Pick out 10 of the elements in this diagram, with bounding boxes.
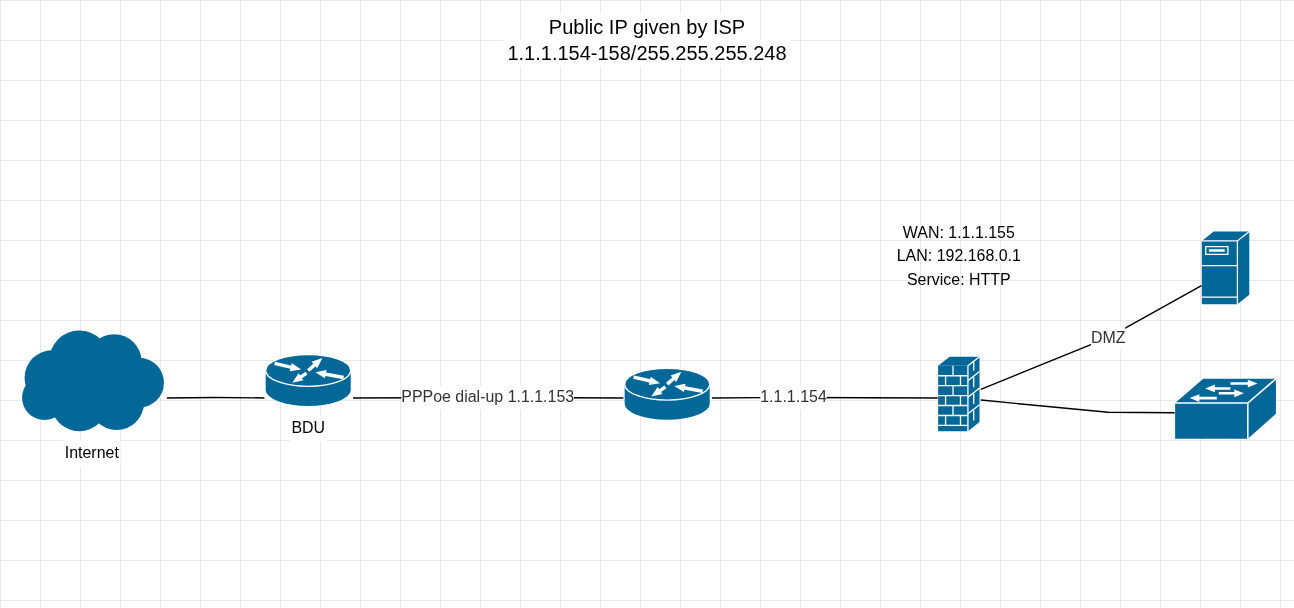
edge-label: DMZ bbox=[1090, 328, 1126, 347]
note-text: 1.1.1.154-158/255.255.255.248 bbox=[503, 40, 791, 66]
connector bbox=[166, 397, 266, 400]
connector bbox=[980, 285, 1203, 391]
edge-label: PPPoe dial-up 1.1.1.153 bbox=[401, 388, 575, 407]
connector bbox=[980, 399, 1176, 414]
node-label: WAN: 1.1.1.155 bbox=[902, 223, 1015, 242]
node-label: LAN: 192.168.0.1 bbox=[896, 247, 1021, 266]
edge-label: 1.1.1.154 bbox=[760, 388, 827, 407]
node-label: Service: HTTP bbox=[906, 271, 1011, 290]
